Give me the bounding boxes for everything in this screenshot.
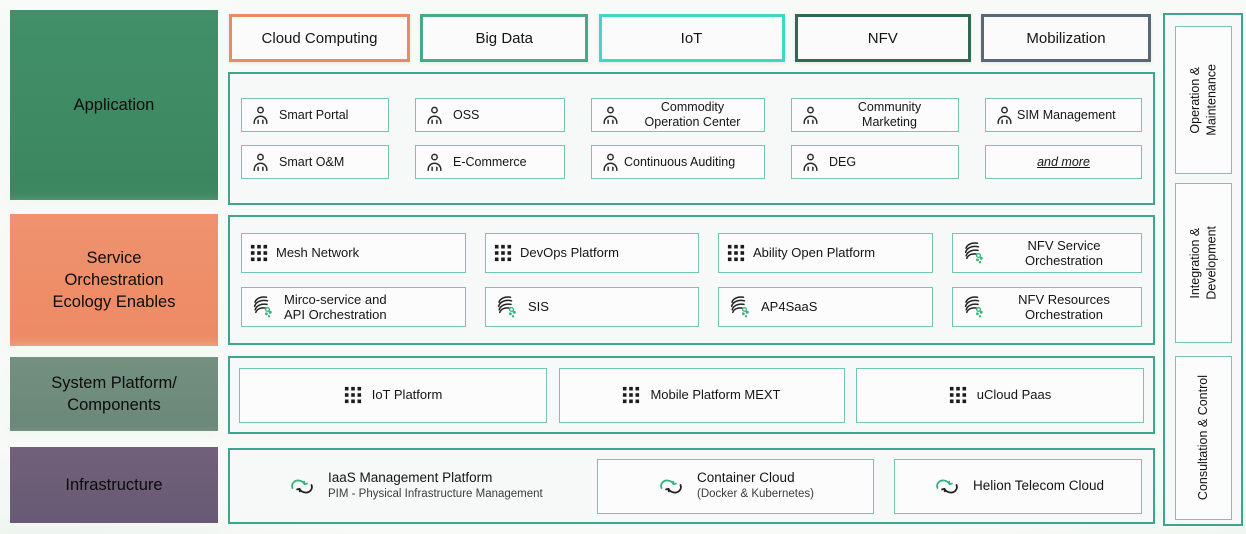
service-swirl-icon <box>964 296 983 318</box>
app-item-sim-management: SIM Management <box>985 98 1142 132</box>
app-item-e-commerce: E-Commerce <box>415 145 565 179</box>
rail-consultation-control: Consultation & Control <box>1175 356 1232 520</box>
grid-icon <box>344 386 361 404</box>
sys-item-mobile-platform-mext: Mobile Platform MEXT <box>558 367 845 423</box>
application-section: Smart Portal OSS Commodity Operation Cen… <box>228 72 1155 205</box>
infra-item-subtitle: PIM - Physical Infrastructure Management <box>328 488 543 501</box>
tab-big-data: Big Data <box>420 14 589 62</box>
infra-item-title: Helion Telecom Cloud <box>972 477 1105 493</box>
tab-cloud-computing: Cloud Computing <box>229 14 410 62</box>
person-icon <box>253 106 268 124</box>
rail-integration-development: Integration & Development <box>1175 183 1232 343</box>
svc-item-sis: SIS <box>485 287 699 327</box>
cloud-sync-icon <box>660 479 682 493</box>
app-item-label: Commodity Operation Center <box>644 100 741 129</box>
sys-item-label: IoT Platform <box>371 387 443 403</box>
service-swirl-icon <box>964 242 983 264</box>
rail-operation-maintenance: Operation & Maintenance <box>1175 26 1232 174</box>
app-item-oss: OSS <box>415 98 565 132</box>
svc-item-label: Ability Open Platform <box>753 245 876 261</box>
svc-item-label: SIS <box>528 299 549 315</box>
infra-item-iaas-management: IaaS Management Platform PIM - Physical … <box>241 459 576 514</box>
tab-nfv: NFV <box>794 14 971 62</box>
person-icon <box>803 106 818 124</box>
category-service-orchestration: Service Orchestration Ecology Enables <box>10 214 218 346</box>
grid-icon <box>727 244 745 262</box>
grid-icon <box>494 244 512 262</box>
app-item-and-more: and more <box>985 145 1142 179</box>
person-icon <box>603 153 618 171</box>
svc-item-nfv-resources-orchestration: NFV Resources Orchestration <box>952 287 1142 327</box>
app-item-label: Community Marketing <box>857 100 922 129</box>
app-item-smart-oandm: Smart O&M <box>241 145 389 179</box>
svc-item-nfv-service-orchestration: NFV Service Orchestration <box>952 233 1142 273</box>
infra-item-title: IaaS Management Platform <box>328 470 493 486</box>
cloud-sync-icon <box>936 479 958 493</box>
app-item-label: OSS <box>453 107 480 122</box>
grid-icon <box>250 244 268 262</box>
svc-item-label: NFV Resources Orchestration <box>1018 291 1110 322</box>
category-system-platform: System Platform/ Components <box>10 357 218 431</box>
cloud-sync-icon <box>291 479 313 493</box>
person-icon <box>427 106 442 124</box>
app-item-label: and more <box>1037 154 1090 169</box>
service-swirl-icon <box>730 296 749 318</box>
sys-item-ucloud-paas: uCloud Paas <box>856 367 1144 423</box>
grid-icon <box>949 386 966 404</box>
svc-item-label: Mesh Network <box>276 245 360 261</box>
tab-iot: IoT <box>598 14 785 62</box>
svc-item-ap4saas: AP4SaaS <box>718 287 933 327</box>
app-item-label: Continuous Auditing <box>624 154 736 169</box>
sys-item-iot-platform: IoT Platform <box>239 367 547 423</box>
svc-item-mesh-network: Mesh Network <box>241 233 466 273</box>
rail-label: Operation & Maintenance <box>1188 64 1219 136</box>
app-item-continuous-auditing: Continuous Auditing <box>591 145 765 179</box>
service-orchestration-section: Mesh Network DevOps Platform Ability Ope… <box>228 215 1155 345</box>
svc-item-label: Mirco-service and API Orchestration <box>284 291 387 322</box>
person-icon <box>603 106 618 124</box>
app-item-smart-portal: Smart Portal <box>241 98 389 132</box>
tab-mobilization: Mobilization <box>981 14 1151 62</box>
rail-label: Integration & Development <box>1188 226 1219 300</box>
app-item-label: E-Commerce <box>453 154 527 169</box>
app-item-commodity-operation-center: Commodity Operation Center <box>591 98 765 132</box>
infra-item-subtitle: (Docker & Kubernetes) <box>697 488 814 501</box>
grid-icon <box>623 386 640 404</box>
app-item-label: SIM Management <box>1017 107 1116 122</box>
infra-item-helion-telecom-cloud: Helion Telecom Cloud <box>894 458 1142 514</box>
category-application: Application <box>10 10 218 200</box>
lifecycle-rail: Operation & Maintenance Integration & De… <box>1163 13 1243 526</box>
app-item-label: Smart Portal <box>279 107 349 122</box>
person-icon <box>997 106 1012 124</box>
app-item-community-marketing: Community Marketing <box>791 98 959 132</box>
service-swirl-icon <box>497 296 516 318</box>
app-item-label: DEG <box>829 154 857 169</box>
person-icon <box>427 153 442 171</box>
svc-item-label: AP4SaaS <box>761 299 818 315</box>
infrastructure-section: IaaS Management Platform PIM - Physical … <box>228 448 1155 524</box>
app-item-label: Smart O&M <box>279 154 345 169</box>
svc-item-ability-open-platform: Ability Open Platform <box>718 233 933 273</box>
svc-item-devops-platform: DevOps Platform <box>485 233 699 273</box>
svc-item-microservice-api-orchestration: Mirco-service and API Orchestration <box>241 287 466 327</box>
service-swirl-icon <box>253 296 272 318</box>
category-infrastructure: Infrastructure <box>10 447 218 523</box>
sys-item-label: uCloud Paas <box>976 387 1052 403</box>
sys-item-label: Mobile Platform MEXT <box>650 387 781 403</box>
rail-label: Consultation & Control <box>1196 375 1211 501</box>
person-icon <box>253 153 268 171</box>
system-platform-section: IoT Platform Mobile Platform MEXT uCloud… <box>228 356 1155 434</box>
infra-item-title: Container Cloud <box>697 470 795 486</box>
technology-tabs: Cloud Computing Big Data IoT NFV Mobiliz… <box>229 14 1151 62</box>
app-item-deg: DEG <box>791 145 959 179</box>
svc-item-label: DevOps Platform <box>520 245 619 261</box>
person-icon <box>803 153 818 171</box>
svc-item-label: NFV Service Orchestration <box>1024 237 1104 268</box>
infra-item-container-cloud: Container Cloud (Docker & Kubernetes) <box>596 458 874 514</box>
